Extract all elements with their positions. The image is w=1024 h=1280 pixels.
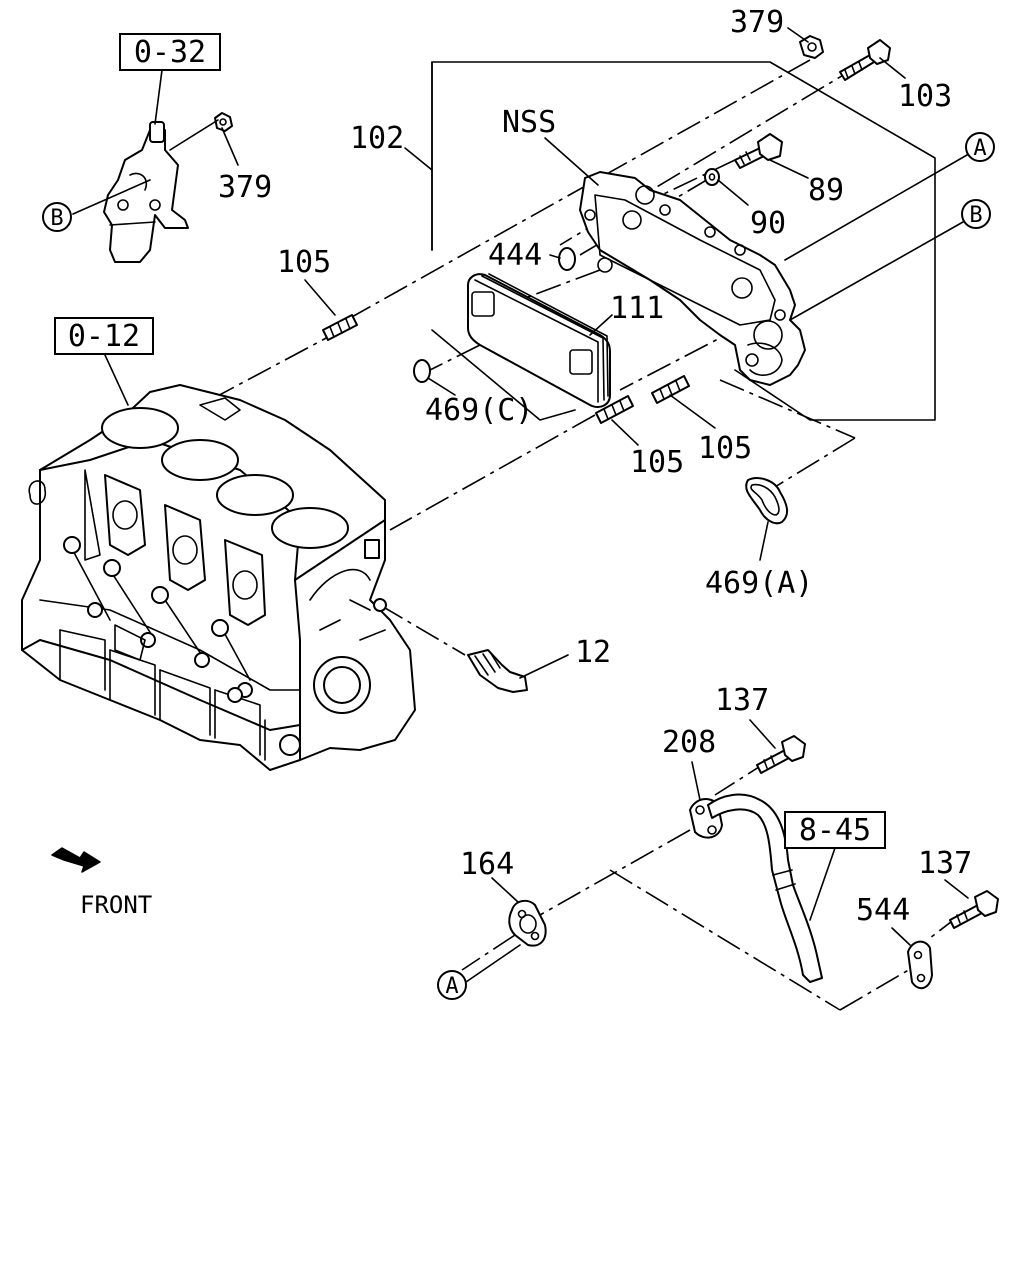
gasket-164 <box>508 899 547 947</box>
part-labels: 379 103 102 NSS 89 90 379 105 444 111 46… <box>80 5 972 928</box>
label-105-right: 105 <box>698 431 752 466</box>
nut-379-left-hole <box>219 118 227 126</box>
washer-90 <box>704 168 720 186</box>
ref-box-8-45 <box>784 811 886 849</box>
label-379-top: 379 <box>730 5 784 40</box>
label-164: 164 <box>460 847 514 882</box>
reference-boxes: 0-32 0-12 8-45 <box>54 33 886 849</box>
label-544: 544 <box>856 893 910 928</box>
label-469a: 469(A) <box>705 566 813 601</box>
label-137-top: 137 <box>715 683 769 718</box>
circle-b-left-text: B <box>50 206 63 231</box>
label-208: 208 <box>662 725 716 760</box>
label-444: 444 <box>488 238 542 273</box>
label-front: FRONT <box>80 891 152 919</box>
engine-block <box>21 384 416 771</box>
part-12 <box>467 649 528 693</box>
oil-cooler-cover <box>579 171 806 386</box>
ref-0-12-text: 0-12 <box>68 319 140 354</box>
assembly-lines <box>209 59 961 1011</box>
ref-box-0-12 <box>54 317 154 355</box>
label-379-left: 379 <box>218 170 272 205</box>
label-102: 102 <box>350 121 404 156</box>
label-469c: 469(C) <box>425 393 533 428</box>
gasket-544 <box>907 940 933 990</box>
label-90: 90 <box>750 206 786 241</box>
circle-b-right-text: B <box>969 203 982 228</box>
thermostat-housing <box>103 121 189 263</box>
label-111: 111 <box>610 291 664 326</box>
label-137-bottom: 137 <box>918 846 972 881</box>
nut-379-left <box>214 112 233 132</box>
leader-lines <box>72 27 969 983</box>
connection-markers: A B B A <box>42 132 995 1000</box>
label-105-top: 105 <box>277 245 331 280</box>
label-nss: NSS <box>502 105 556 140</box>
oring-469a <box>745 477 788 525</box>
label-105-mid: 105 <box>630 445 684 480</box>
circle-a-bottom <box>437 970 467 1000</box>
front-arrow-icon <box>51 847 101 873</box>
circle-b-left <box>42 202 72 232</box>
oring-444 <box>558 247 576 271</box>
nut-379-top <box>799 35 824 59</box>
ref-8-45-text: 8-45 <box>799 813 871 848</box>
circle-b-right <box>961 199 991 229</box>
circle-a-bottom-text: A <box>445 974 458 999</box>
oring-469c <box>413 359 431 383</box>
ref-box-0-32 <box>119 33 221 71</box>
circle-a-right <box>965 132 995 162</box>
pipe-8-45 <box>707 793 823 983</box>
label-12: 12 <box>575 635 611 670</box>
bracket-102 <box>431 61 936 421</box>
bolt-103 <box>839 54 875 81</box>
label-103: 103 <box>898 79 952 114</box>
small-parts <box>322 35 999 990</box>
circle-a-right-text: A <box>973 136 986 161</box>
oil-cooler-element <box>467 273 611 408</box>
ref-0-32-text: 0-32 <box>134 35 206 70</box>
label-89: 89 <box>808 173 844 208</box>
